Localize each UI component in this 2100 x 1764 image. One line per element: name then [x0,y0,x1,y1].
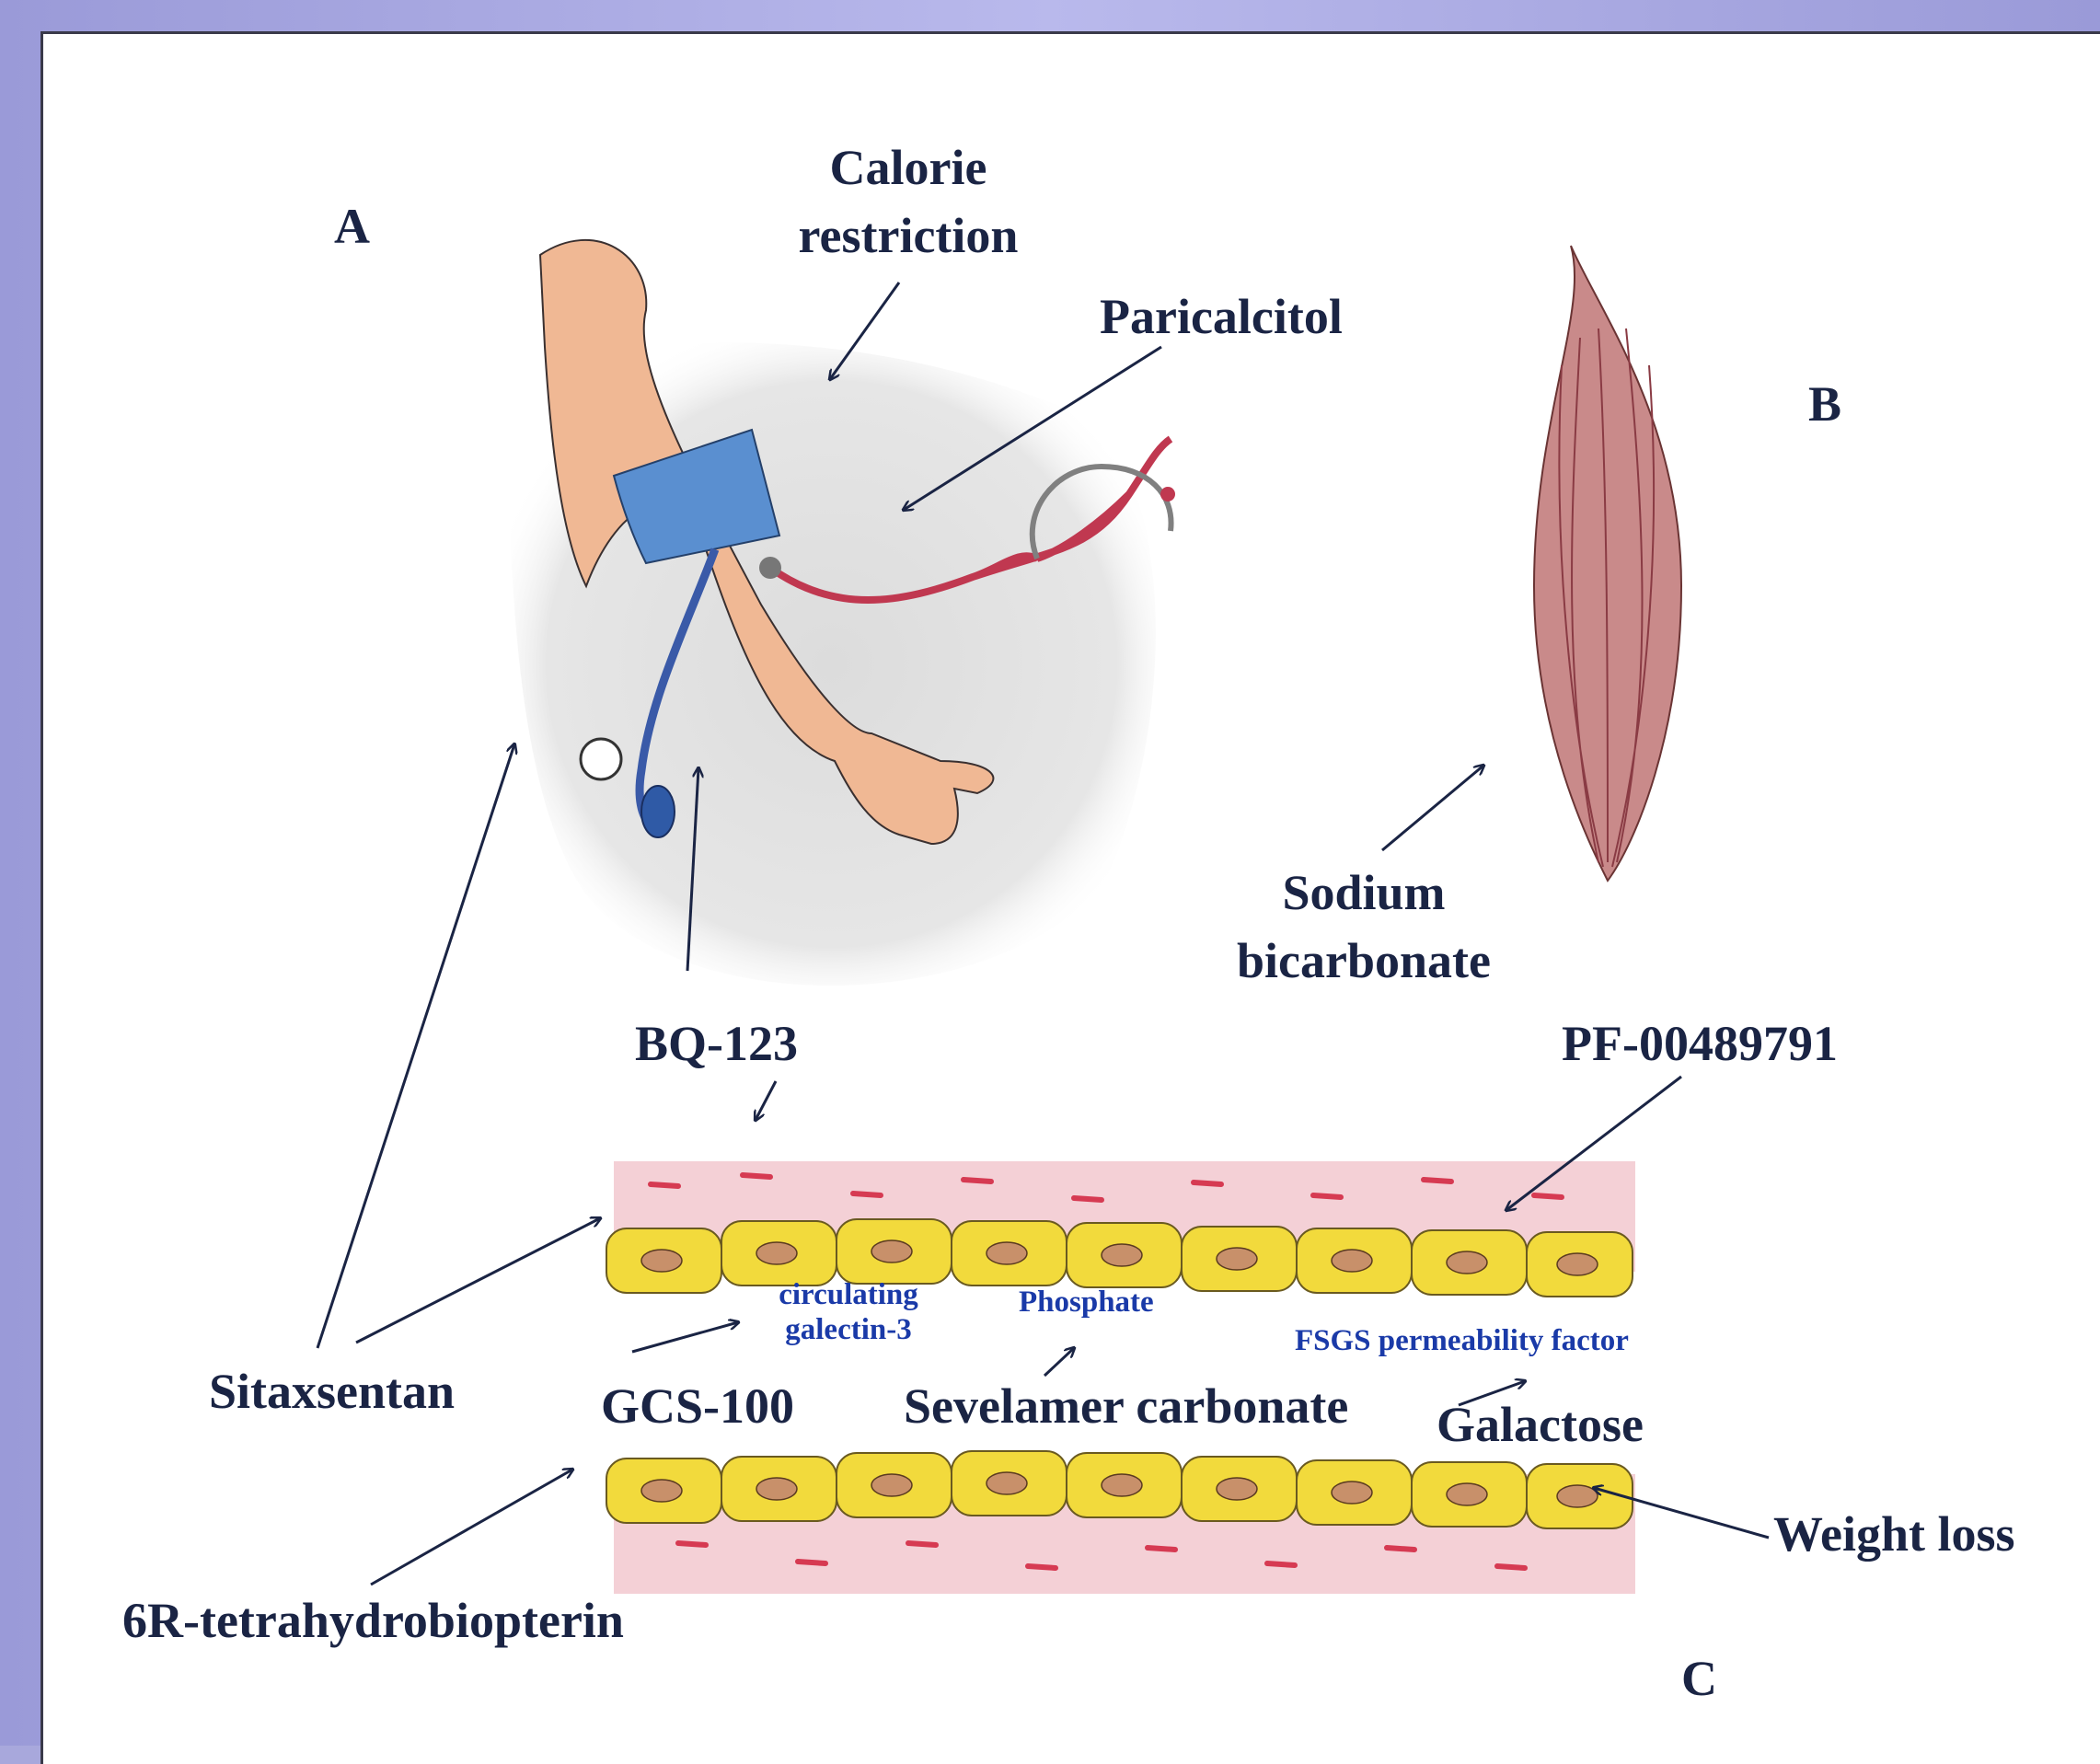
label-gcs100: GCS-100 [601,1381,794,1431]
arrow-gcs100 [632,1322,738,1352]
arrow-sitaxsentan-arm [317,744,514,1348]
arm-scene [508,240,1175,986]
pressure-gauge [581,739,621,779]
label-sodium-bicarbonate: Sodium bicarbonate [1207,868,1520,986]
figure-canvas: A B C Calorie restriction Paricalcitol S… [40,31,2100,1764]
label-weight-loss: Weight loss [1773,1509,2015,1559]
label-tetrahydrobiopterin: 6R-tetrahydrobiopterin [122,1596,624,1645]
arrow-sitaxsentan-vessel [356,1218,600,1343]
label-phosphate: Phosphate [1019,1286,1154,1320]
blood-vessel [606,1161,1635,1594]
label-circulating-galectin3: circulating galectin-3 [733,1278,963,1348]
label-sitaxsentan: Sitaxsentan [209,1366,455,1416]
label-bq123: BQ-123 [635,1019,798,1068]
label-sevelamer-carbonate: Sevelamer carbonate [904,1381,1348,1431]
label-pf00489791: PF-00489791 [1562,1019,1838,1068]
arrow-tetrahydrobiopterin [371,1470,572,1585]
muscle [1534,246,1681,881]
label-fsgs-permeability-factor: FSGS permeability factor [1295,1324,1629,1359]
arrow-sodium [1382,766,1483,850]
label-paricalcitol: Paricalcitol [1100,292,1343,341]
arrow-bq123-vessel [756,1081,776,1120]
arrow-sevelamer [1044,1348,1074,1376]
panel-label-a: A [334,202,370,251]
inflation-bulb [641,786,675,837]
label-calorie-restriction: Calorie restriction [770,143,1046,260]
label-galactose: Galactose [1437,1400,1644,1449]
panel-label-b: B [1808,379,1841,429]
panel-label-c: C [1681,1654,1717,1703]
figure-artwork [43,34,2100,1748]
